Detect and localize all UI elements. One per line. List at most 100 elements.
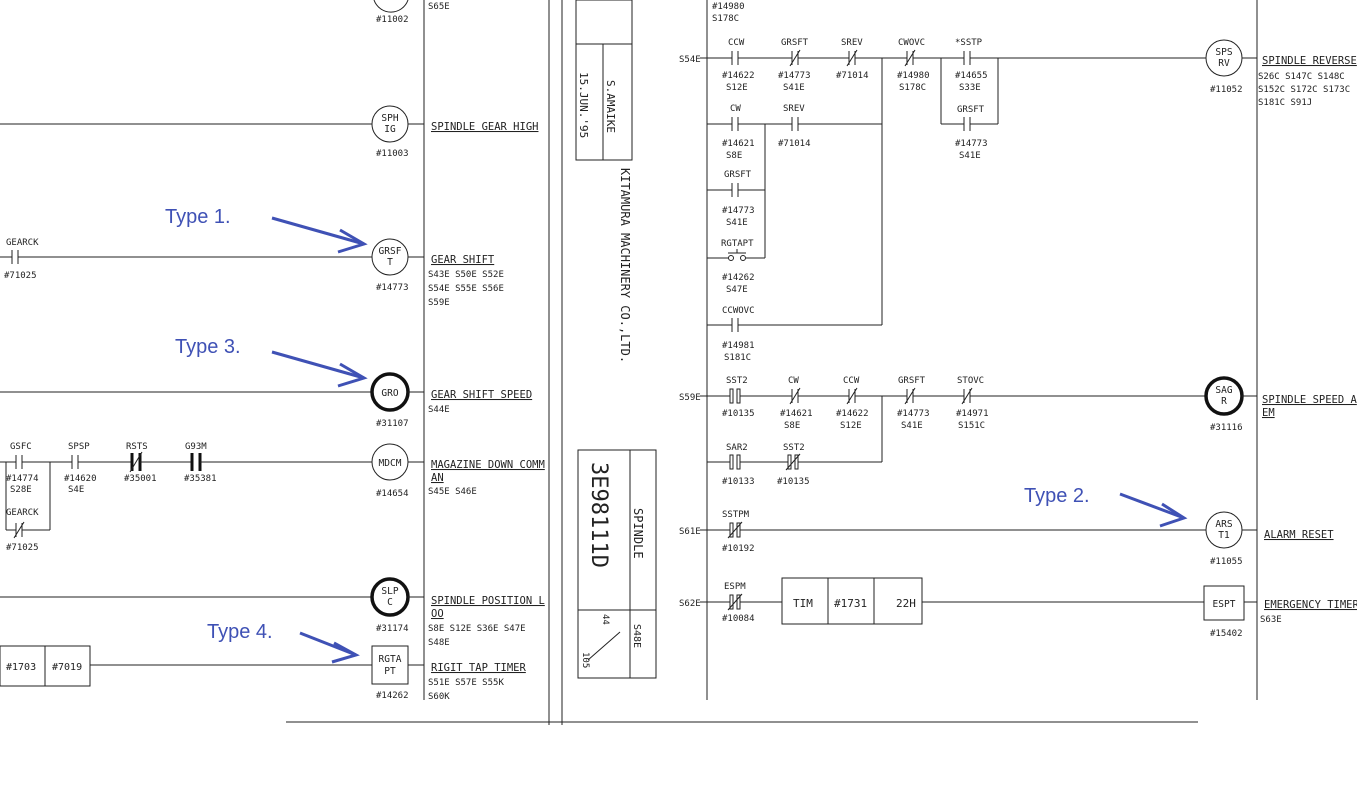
coil-address: #11002 (376, 15, 409, 25)
contact-address: #71014 (836, 71, 869, 81)
drawing-date: 15.JUN.'95 (577, 72, 590, 138)
coil-refs: S8E S12E S36E S47E (428, 624, 526, 634)
contact-address: #71025 (4, 271, 37, 281)
coil-name: SPS (1215, 47, 1232, 58)
coil-address: #31116 (1210, 423, 1243, 433)
contact-address: #14622 (722, 71, 755, 81)
coil-refs: S43E S50E S52E (428, 270, 504, 280)
push-contact-icon (728, 255, 734, 261)
coil-address: #11052 (1210, 85, 1243, 95)
company-name: KITAMURA MACHINERY CO.,LTD. (618, 168, 632, 363)
coil-address: #14262 (376, 691, 409, 701)
contact-name: GRSFT (781, 38, 809, 48)
double-nc-contact-icon (729, 594, 734, 610)
coil-label: SPINDLE POSITION L (431, 595, 545, 607)
contact-name: SAR2 (726, 443, 748, 453)
contact-address: #14773 (778, 71, 811, 81)
drawing-number: 3E98111D (586, 462, 611, 568)
annotation-type2: Type 2. (1024, 485, 1188, 528)
contact-name: RSTS (126, 442, 148, 452)
rung-s61e: S61E SSTPM #10192 ARS T1 #11055 ALARM RE… (679, 510, 1334, 567)
page-slash (587, 631, 621, 661)
coil-label: EMERGENCY TIMER (1264, 599, 1357, 611)
contact-name: SST2 (726, 376, 748, 386)
contact-ref: S41E (959, 151, 981, 161)
timer-value: #7019 (52, 662, 82, 673)
timer-label: TIM (793, 597, 813, 610)
contact-name: *SSTP (955, 38, 983, 48)
coil-name: SLP (381, 586, 398, 597)
contact-name: GEARCK (6, 238, 39, 248)
contact-ref: S41E (726, 218, 748, 228)
contact-address: #14622 (836, 409, 869, 419)
annotation-label: Type 2. (1024, 485, 1090, 507)
contact-address: #14774 (6, 474, 39, 484)
coil-name: SAG (1215, 385, 1232, 396)
contact-ref: S178C (899, 83, 926, 93)
annotation-label: Type 4. (207, 621, 273, 643)
double-nc-contact-icon (729, 522, 734, 538)
contact-ref: S8E (784, 421, 800, 431)
contact-name: SPSP (68, 442, 90, 452)
contact-address: #14773 (722, 206, 755, 216)
contact-name: GRSFT (957, 105, 985, 115)
contact-ref: S12E (840, 421, 862, 431)
contact-ref: S181C (724, 353, 751, 363)
page-total: 105 (580, 652, 590, 668)
coil-label: RIGIT TAP TIMER (431, 662, 527, 674)
timer-box (873, 577, 923, 625)
rung-rigit-tap-timer: #1703 #7019 RGTA PT #14262 RIGIT TAP TIM… (0, 645, 527, 702)
page-number: 44 (600, 614, 610, 625)
coil-label: SPINDLE SPEED A (1262, 394, 1357, 406)
timer-value: #1703 (6, 662, 36, 673)
contact-address: #14621 (780, 409, 813, 419)
sheet-id: S48E (631, 624, 642, 648)
coil-name: GRO (381, 388, 398, 399)
contact-ref: S47E (726, 285, 748, 295)
coil-refs: S48E (428, 638, 450, 648)
coil-label-line2: OO (431, 608, 444, 620)
coil-name: SPH (381, 113, 398, 124)
contact-ref: S8E (726, 151, 742, 161)
timer-coil-icon (1203, 585, 1245, 621)
coil-refs: S45E S46E (428, 487, 477, 497)
coil-label-line2: AN (431, 472, 444, 484)
rung-spindle-gear-high: SPH IG #11003 SPINDLE GEAR HIGH (0, 105, 538, 159)
contact-address: #14981 (722, 341, 755, 351)
coil-name: RGTA (379, 654, 402, 665)
designer-name: S.AMAIKE (604, 80, 617, 133)
coil-address: #14654 (376, 489, 409, 499)
contact-name: GRSFT (898, 376, 926, 386)
coil-address: #31107 (376, 419, 409, 429)
coil-refs: S65E (428, 2, 450, 12)
contact-address: #10192 (722, 544, 755, 554)
annotation-type4: Type 4. (207, 621, 360, 664)
coil-address: #11055 (1210, 557, 1243, 567)
contact-address: #35381 (184, 474, 217, 484)
contact-address: #10135 (722, 409, 755, 419)
contact-name: CCW (728, 38, 745, 48)
coil-refs: S181C S91J (1258, 98, 1312, 108)
contact-name: SREV (841, 38, 863, 48)
contact-ref: S33E (959, 83, 981, 93)
coil-name-line2: R (1221, 396, 1227, 407)
contact-name: CCW (843, 376, 860, 386)
contact-address: #10084 (722, 614, 755, 624)
section-name: SPINDLE (631, 508, 645, 559)
contact-name: SSTPM (722, 510, 750, 520)
coil-refs: S51E S57E S55K (428, 678, 504, 688)
contact-address: #35001 (124, 474, 157, 484)
contact-address: #14773 (955, 139, 988, 149)
coil-refs: S60K (428, 692, 450, 702)
contact-ref: S4E (68, 485, 84, 495)
arrow-icon (271, 350, 365, 380)
title-block: S.AMAIKE 15.JUN.'95 KITAMURA MACHINERY C… (575, 0, 657, 679)
contact-ref: S28E (10, 485, 32, 495)
coil-label: ALARM RESET (1264, 529, 1334, 541)
contact-name: GRSFT (724, 170, 752, 180)
coil-label-line2: EM (1262, 407, 1275, 419)
coil-name-line2: T (387, 257, 393, 268)
contact-name: CW (788, 376, 799, 386)
rung-s59e: S59E SST2 #10135 CW #14621 S8E CCW #1462… (679, 376, 1357, 487)
